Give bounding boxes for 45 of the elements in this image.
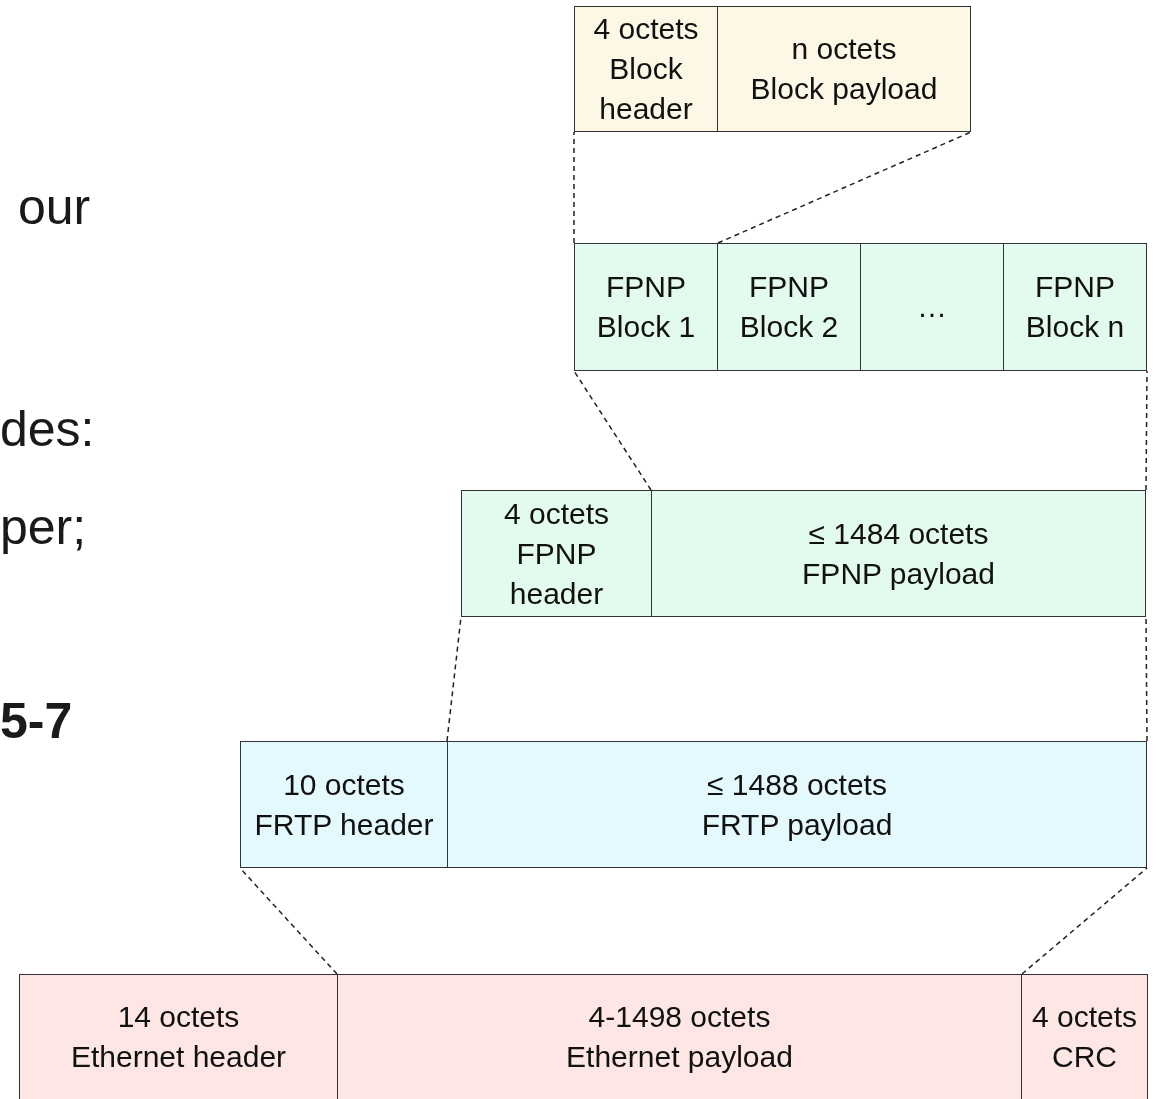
field-name: FPNP Block 2: [738, 269, 840, 345]
field-name: FPNP header: [508, 535, 605, 612]
ellipsis-field: [860, 243, 1004, 371]
size-text: 10 octets: [283, 766, 405, 803]
text-fragment: our: [18, 178, 91, 236]
packet-field: [1021, 974, 1148, 1099]
packet-field: [337, 974, 1022, 1099]
packet-field: [461, 490, 652, 617]
field-name: Block payload: [750, 71, 938, 107]
expansion-line: [573, 370, 652, 491]
expansion-line: [1145, 370, 1148, 491]
text-fragment: des:: [0, 400, 95, 458]
packet-field: [717, 243, 861, 371]
field-name: Ethernet header: [70, 1039, 287, 1075]
expansion-line: [717, 131, 972, 244]
packet-field: [19, 974, 338, 1099]
packet-field: [574, 6, 718, 132]
packet-field: [240, 741, 448, 868]
field-name: FRTP header: [254, 806, 434, 843]
expansion-line: [1021, 867, 1148, 975]
field-name: Block header: [598, 51, 694, 127]
field-name: …: [917, 289, 947, 325]
field-name: CRC: [1052, 1039, 1117, 1075]
field-name: FPNP Block 1: [595, 269, 697, 345]
size-text: 4-1498 octets: [588, 999, 771, 1035]
packet-field: [447, 741, 1147, 868]
size-text: 14 octets: [117, 999, 240, 1035]
size-text: ≤ 1484 octets: [808, 515, 989, 552]
text-fragment: per;: [0, 498, 87, 556]
field-name: Ethernet payload: [566, 1039, 793, 1075]
size-text: ≤ 1488 octets: [707, 766, 887, 803]
field-name: FPNP payload: [802, 555, 995, 592]
packet-field: [574, 243, 718, 371]
expansion-line: [573, 131, 575, 244]
heading-fragment: 5-7: [0, 692, 73, 750]
field-name: FPNP Block n: [1024, 269, 1126, 345]
packet-field: [717, 6, 971, 132]
size-text: 4 octets: [503, 495, 610, 532]
expansion-line: [1145, 616, 1148, 742]
size-text: n octets: [791, 31, 897, 67]
field-name: FRTP payload: [701, 806, 893, 843]
size-text: 4 octets: [1031, 999, 1138, 1035]
size-text: 4 octets: [593, 11, 699, 47]
packet-field: [1003, 243, 1147, 371]
packet-field: [651, 490, 1146, 617]
